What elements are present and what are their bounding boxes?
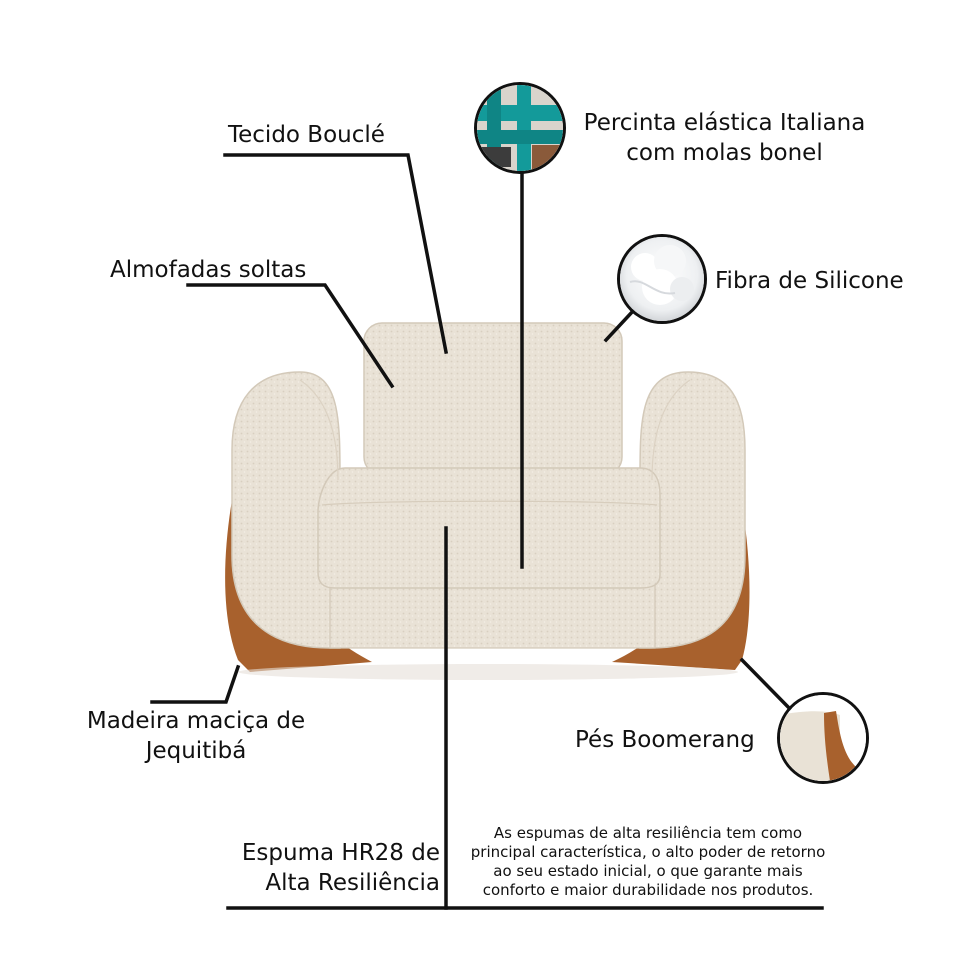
back-cushion [363, 322, 623, 476]
label-pes: Pés Boomerang [575, 727, 755, 753]
label-espuma-line2: Alta Resiliência [265, 870, 440, 896]
base-front [329, 581, 656, 649]
note-line4: conforto e maior durabilidade nos produt… [482, 881, 814, 899]
label-percinta-line1: Percinta elástica Italiana [583, 110, 866, 136]
label-madeira-line1: Madeira maciça de [86, 708, 306, 734]
label-percinta-line2: com molas bonel [626, 140, 823, 166]
label-percinta: Percinta elástica Italiana com molas bon… [572, 108, 877, 168]
note-line1: As espumas de alta resiliência tem como [493, 824, 803, 842]
espuma-description: As espumas de alta resiliência tem como … [448, 824, 848, 900]
label-madeira-line2: Jequitibá [145, 738, 247, 764]
label-madeira: Madeira maciça de Jequitibá [66, 706, 326, 766]
right-arm [639, 371, 746, 649]
label-espuma-line1: Espuma HR28 de [241, 840, 440, 866]
callout-lines [150, 153, 824, 910]
percinta-photo-icon [474, 82, 566, 174]
left-arm [231, 371, 341, 649]
fibra-photo-icon [617, 234, 707, 324]
note-line2: principal característica, o alto poder d… [470, 843, 826, 861]
note-line3: ao seu estado inicial, o que garante mai… [493, 862, 803, 880]
label-espuma: Espuma HR28 de Alta Resiliência [220, 838, 440, 898]
label-fibra: Fibra de Silicone [715, 268, 904, 294]
seat-cushion [317, 467, 661, 589]
pes-photo-icon [777, 692, 869, 784]
label-tecido: Tecido Bouclé [228, 122, 385, 148]
label-almofadas: Almofadas soltas [110, 257, 307, 283]
